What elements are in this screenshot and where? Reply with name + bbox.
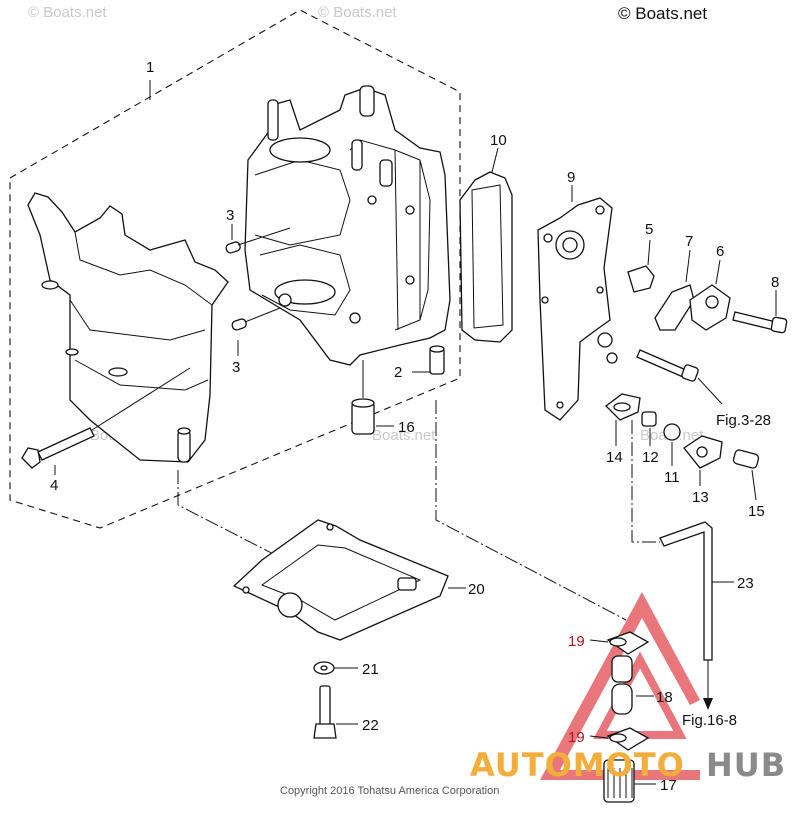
callout-9: 9 [567,169,575,186]
callout-4: 4 [50,477,58,494]
plug-16 [351,360,394,435]
copyright-text: Copyright 2016 Tohatsu America Corporati… [280,785,499,797]
callout-20: 20 [468,581,485,598]
callout-6: 6 [716,243,724,260]
exhaust-cover-9 [537,185,613,421]
callout-16: 16 [398,419,415,436]
callout-7: 7 [685,233,693,250]
callout-labels: 1 2 3 3 4 5 6 7 8 9 10 11 12 13 14 15 16… [50,59,779,794]
hose-23 [659,521,734,710]
watermark-mid-center: Boats.net [372,427,436,444]
callout-3-lower: 3 [232,359,240,376]
callout-22: 22 [362,717,379,734]
callout-8: 8 [771,274,779,291]
callout-10: 10 [490,132,507,149]
sleeve-2 [412,345,445,375]
watermark-top-center: © Boats.net [318,4,397,21]
callout-1: 1 [146,59,154,76]
cylinder-block [27,85,451,463]
watermark-top-left: © Boats.net [28,4,107,21]
callout-23: 23 [737,575,754,592]
callout-15: 15 [748,503,765,520]
reference-fig-3-28: Fig.3-28 [716,412,771,429]
callout-2: 2 [394,364,402,381]
callout-19-lower: 19 [568,729,585,746]
gasket-10 [459,147,513,343]
assembly-boundary [9,9,461,529]
callout-14: 14 [606,449,623,466]
watermark-top-right: © Boats.net [618,4,707,23]
filter-parts [589,631,656,803]
automotohub-logo: AUTOMOTO HUB [470,746,786,784]
dowel-pins [225,224,291,356]
callout-17: 17 [660,777,677,794]
washer-and-bolt [313,661,358,739]
callout-5: 5 [645,221,653,238]
thermostat-parts [597,239,788,405]
callout-3-upper: 3 [226,207,234,224]
callout-12: 12 [642,449,659,466]
gasket-20 [232,519,466,641]
callout-13: 13 [692,489,709,506]
callout-11: 11 [664,469,680,486]
logo-text-automoto: AUTOMOTO [470,746,685,784]
callout-21: 21 [362,661,379,678]
logo-text-hub: HUB [706,746,786,784]
callout-19-upper: 19 [568,633,585,650]
reference-fig-16-8: Fig.16-8 [682,712,737,729]
bolt-4 [21,367,191,475]
callout-18: 18 [656,689,673,706]
anode-parts [605,393,760,501]
